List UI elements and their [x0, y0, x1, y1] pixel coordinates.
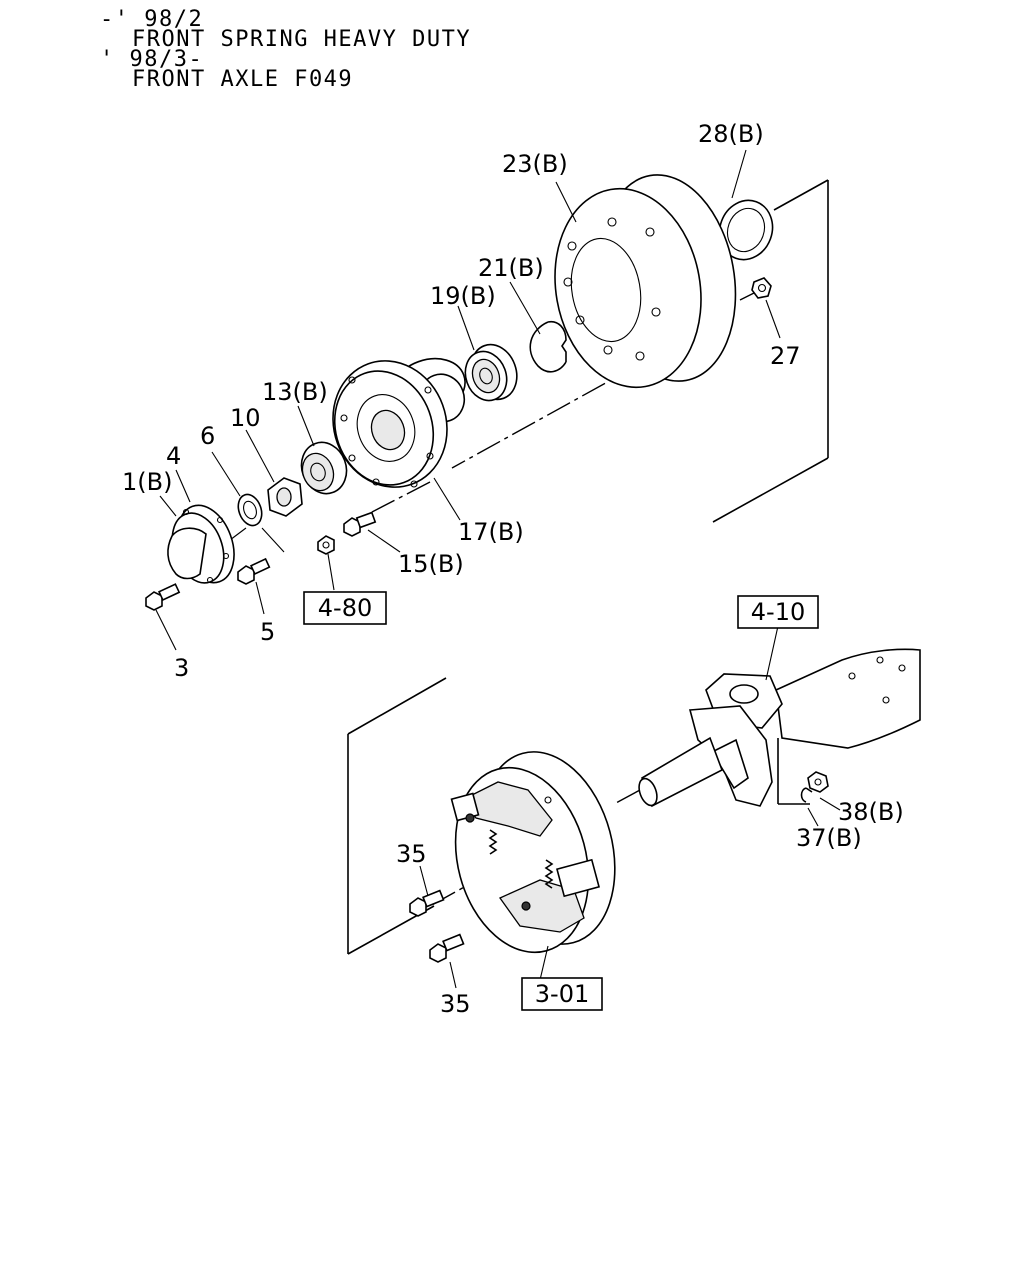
nut-27	[751, 277, 772, 299]
header-line-2: FRONT SPRING HEAVY DUTY	[132, 27, 471, 52]
label-part-27: 27	[770, 342, 801, 370]
nut-4-80	[317, 535, 335, 555]
ref-3-01-label: 3-01	[535, 980, 589, 1008]
upper-assembly-bracket	[712, 179, 829, 523]
ref-box-3-01[interactable]: 3-01	[521, 977, 603, 1011]
lower-assembly-bracket	[347, 677, 447, 955]
label-part-21: 21(B)	[478, 254, 544, 282]
bolt-35-upper	[409, 889, 445, 917]
ref-box-4-80[interactable]: 4-80	[303, 591, 387, 625]
hub-bolt-15	[343, 511, 377, 537]
lower-leader-lines	[419, 625, 841, 989]
upper-leader-lines	[155, 149, 781, 651]
label-part-19: 19(B)	[430, 282, 496, 310]
outer-bearing-19	[464, 343, 518, 402]
label-part-28: 28(B)	[698, 120, 764, 148]
seal-ring-28	[718, 199, 774, 261]
axle-beam-and-knuckle	[638, 648, 921, 808]
brake-drum-23	[554, 174, 737, 389]
ref-4-10-label: 4-10	[751, 598, 805, 626]
header-line-3: ' 98/3-	[100, 47, 203, 72]
label-part-35-upper: 35	[396, 840, 427, 868]
header-line-4: FRONT AXLE F049	[132, 67, 353, 92]
label-part-17: 17(B)	[458, 518, 524, 546]
inner-bearing-13	[300, 441, 348, 495]
label-part-38: 38(B)	[838, 798, 904, 826]
label-part-6: 6	[200, 422, 215, 450]
label-part-10: 10	[230, 404, 261, 432]
label-part-13: 13(B)	[262, 378, 328, 406]
nut-38	[807, 771, 829, 793]
header-line-1: -' 98/2	[100, 7, 203, 32]
ref-4-80-label: 4-80	[318, 594, 372, 622]
label-part-35-lower: 35	[440, 990, 471, 1018]
label-part-37: 37(B)	[796, 824, 862, 852]
wheel-hub-17	[332, 357, 466, 488]
hub-cap-1-and-gasket-4	[167, 504, 235, 584]
label-part-4: 4	[166, 442, 181, 470]
label-part-3: 3	[174, 654, 189, 682]
bolt-35-lower	[429, 933, 465, 963]
lock-nut-10	[267, 477, 303, 517]
snap-ring-21	[529, 320, 567, 373]
label-part-5: 5	[260, 618, 275, 646]
brake-assembly	[450, 751, 616, 954]
cap-bolt-3	[145, 583, 181, 611]
lock-washer-6	[237, 493, 263, 527]
label-part-15: 15(B)	[398, 550, 464, 578]
clip-37	[800, 787, 813, 803]
cap-bolt-5	[237, 557, 271, 585]
label-part-1: 1(B)	[122, 468, 172, 496]
ref-box-4-10[interactable]: 4-10	[737, 595, 819, 629]
label-part-23: 23(B)	[502, 150, 568, 178]
